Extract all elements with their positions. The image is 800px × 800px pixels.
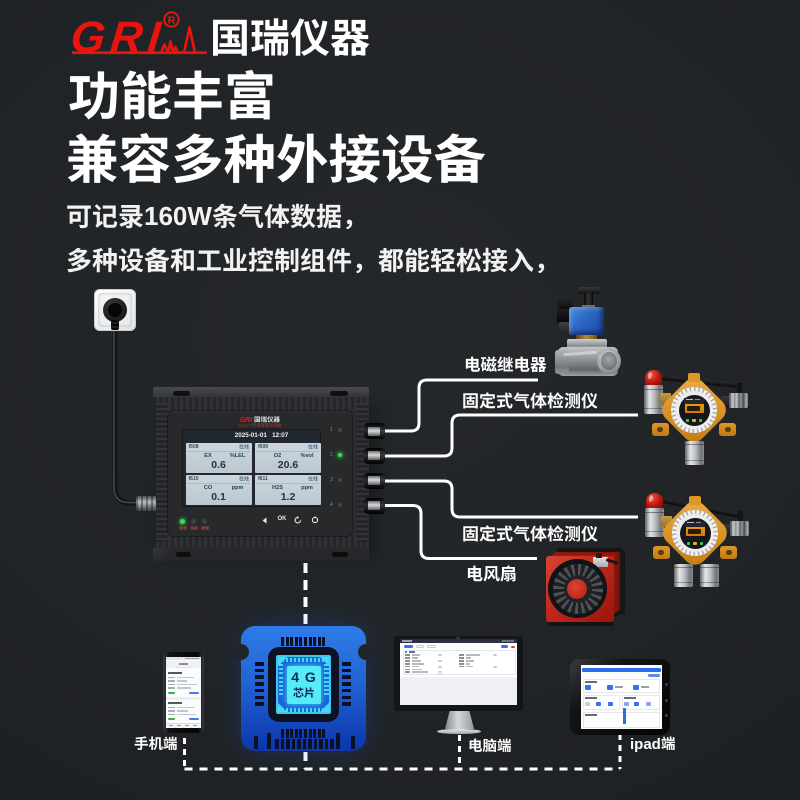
svg-text:R: R <box>168 15 176 27</box>
